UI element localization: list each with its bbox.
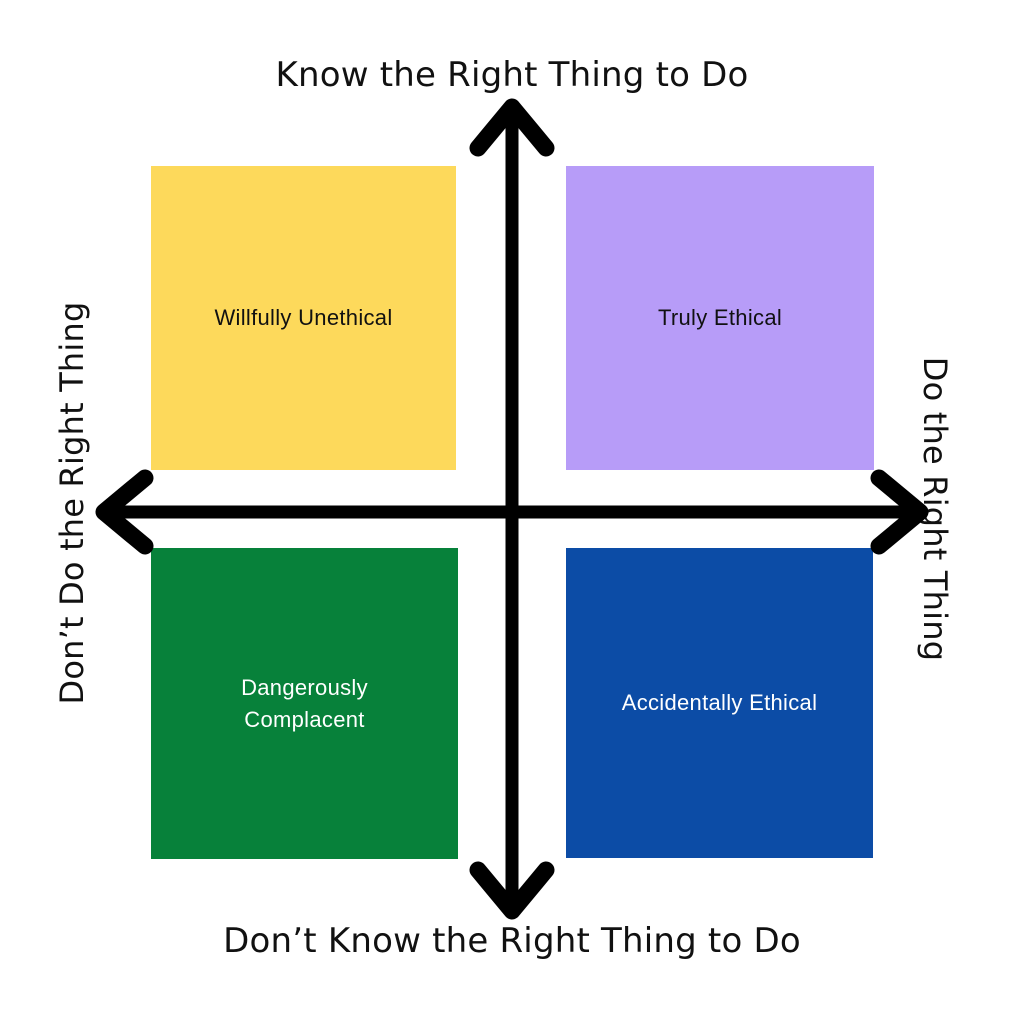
- axis-label-right: Do the Right Thing: [916, 356, 954, 662]
- quadrant-label-dangerously-complacent: Dangerously Complacent: [241, 674, 368, 732]
- quadrant-label-truly-ethical: Truly Ethical: [657, 305, 783, 331]
- quadrant-accidentally-ethical: Accidentally Ethical: [566, 548, 873, 858]
- horizontal-axis-arrow: [95, 469, 929, 555]
- quadrant-willfully-unethical: Willfully Unethical: [151, 166, 456, 470]
- quadrant-dangerously-complacent: Dangerously Complacent: [151, 548, 458, 859]
- quadrant-truly-ethical: Truly Ethical: [566, 166, 874, 470]
- quadrant-label-accidentally-ethical: Accidentally Ethical: [621, 690, 818, 716]
- quadrant-label-willfully-unethical: Willfully Unethical: [214, 305, 393, 331]
- axis-label-bottom: Don’t Know the Right Thing to Do: [223, 921, 801, 961]
- vertical-axis-arrow: [469, 98, 555, 920]
- axis-label-top: Know the Right Thing to Do: [275, 55, 749, 95]
- axis-label-left: Don’t Do the Right Thing: [53, 301, 91, 705]
